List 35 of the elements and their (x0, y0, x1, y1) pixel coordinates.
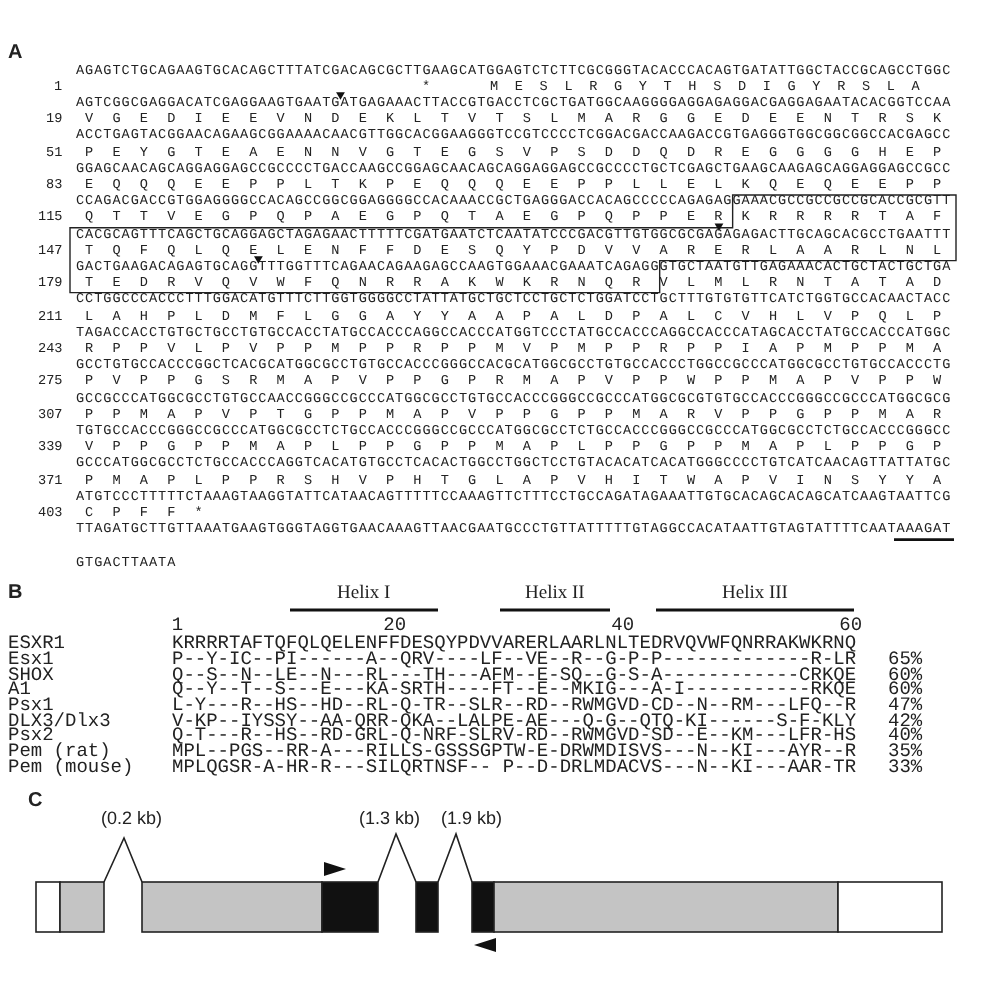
protein-name: ESXR1 (8, 634, 66, 654)
helix-label: Helix I (337, 586, 391, 606)
aligned-sequence: Q--Y--T--S---E---KA-SRTH----FT--E--MKIG---A-I-----------RKQE (172, 680, 857, 700)
panel-label: C (28, 792, 43, 812)
identity-percent: 60% (888, 680, 923, 700)
position-number: 60 (839, 616, 863, 636)
helix-label: Helix II (525, 586, 585, 606)
intron-size-label: (1.3 kb) (359, 809, 421, 827)
helix-label: Helix III (722, 586, 788, 606)
aligned-sequence: Q--S--N--LE--N---RL---TH---AFM--E-SQ--G-S-A------------CRKQE (172, 665, 857, 685)
aligned-sequence: Q-T---R--HS--RD-GRL-Q-NRF-SLRV-RD--RWMGVD-SD--E--KM---LFR-HS (172, 726, 857, 746)
protein-name: Pem (rat) (8, 742, 111, 762)
protein-name: A1 (8, 680, 31, 700)
aligned-sequence: P--Y-IC--PI------A--QRV----LF--VE--R--G-P-P-------------R-LR (172, 649, 857, 669)
protein-name: Pem (mouse) (8, 757, 134, 777)
identity-percent: 33% (888, 757, 923, 777)
identity-percent: 47% (888, 696, 923, 716)
intron-size-label: (0.2 kb) (101, 809, 163, 827)
protein-name: Psx2 (8, 726, 54, 746)
identity-percent: 65% (888, 649, 923, 669)
position-number: 20 (383, 616, 407, 636)
identity-percent: 40% (888, 726, 923, 746)
protein-name: Psx1 (8, 696, 54, 716)
aligned-sequence: L-Y---R--HS--HD--RL-Q-TR--SLR--RD--RWMGVD-CD--N--RM---LFQ--R (172, 696, 857, 716)
aligned-sequence: MPLQGSR-A-HR-R---SILQRTNSF-- P--D-DRLMDACVS---N--KI---AAR-TR (172, 757, 857, 777)
panel-label: B (8, 584, 23, 604)
panel-label: A (8, 44, 23, 64)
aligned-sequence: MPL--PGS--RR-A---RILLS-GSSSGPTW-E-DRWMDISVS---N--KI---AYR--R (172, 742, 857, 762)
position-number: 1 (171, 616, 184, 636)
protein-name: Esx1 (8, 649, 54, 669)
identity-percent: 35% (888, 742, 923, 762)
intron-size-label: (1.9 kb) (441, 809, 503, 827)
aligned-sequence: KRRRRTAFTQFQLQELENFFDESQYPDVVARERLAARLNLTEDRVQVWFQNRRAKWKRNQ (172, 634, 857, 654)
aligned-sequence: V-KP--IYSSY--AA-QRR-QKA--LALPE-AE---Q-G--QTQ-KI------S-F-KLY (172, 711, 857, 731)
position-number: 40 (611, 616, 635, 636)
